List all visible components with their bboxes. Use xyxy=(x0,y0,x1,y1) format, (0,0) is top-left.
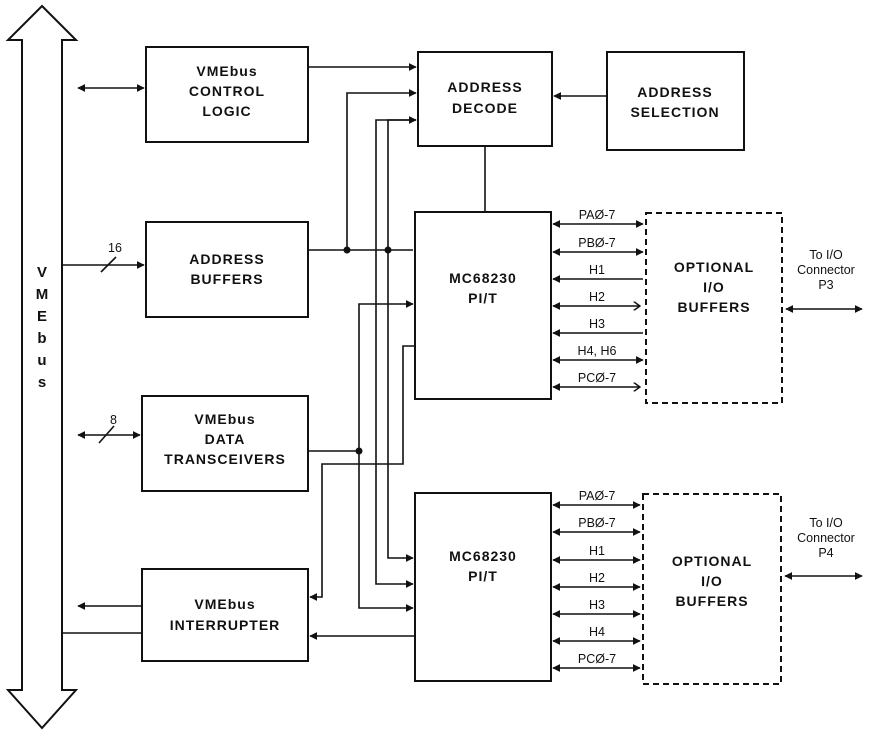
address-selection-block: ADDRESS SELECTION xyxy=(606,51,745,151)
svg-text:DECODE: DECODE xyxy=(452,100,518,116)
address-buffers-block: ADDRESS BUFFERS xyxy=(145,221,309,318)
svg-text:INTERRUPTER: INTERRUPTER xyxy=(170,617,281,633)
vmebus-label: V M E b u s xyxy=(36,264,49,391)
svg-text:To I/O: To I/O xyxy=(809,248,843,262)
svg-text:BUFFERS: BUFFERS xyxy=(190,271,263,287)
svg-text:ADDRESS: ADDRESS xyxy=(637,84,712,100)
top-signal-lines xyxy=(552,220,644,387)
signal-label: H4, H6 xyxy=(578,344,617,358)
connector-p3-label: To I/O Connector P3 xyxy=(797,248,855,292)
signal-label: PAØ-7 xyxy=(579,489,616,503)
svg-text:ADDRESS: ADDRESS xyxy=(447,79,522,95)
io-buffers-bottom-block: OPTIONAL I/O BUFFERS xyxy=(642,493,782,685)
bus-letter: u xyxy=(37,352,46,369)
svg-text:VMEbus: VMEbus xyxy=(194,596,255,612)
svg-text:LOGIC: LOGIC xyxy=(202,103,251,119)
signal-label: PCØ-7 xyxy=(578,371,616,385)
bus-letter: b xyxy=(37,330,46,347)
svg-text:OPTIONAL: OPTIONAL xyxy=(672,553,752,569)
pit-bottom-block: MC68230 PI/T xyxy=(414,492,552,682)
svg-text:BUFFERS: BUFFERS xyxy=(677,299,750,315)
io-buffers-top-block: OPTIONAL I/O BUFFERS xyxy=(645,212,783,404)
address-decode-block: ADDRESS DECODE xyxy=(417,51,553,147)
signal-label: PBØ-7 xyxy=(578,516,616,530)
bottom-signal-labels: PAØ-7 PBØ-7 H1 H2 H3 H4 PCØ-7 xyxy=(578,489,616,666)
bus-letter: V xyxy=(37,264,47,281)
svg-text:Connector: Connector xyxy=(797,531,855,545)
signal-label: PCØ-7 xyxy=(578,652,616,666)
bus-letter: E xyxy=(37,308,47,325)
control-logic-block: VMEbus CONTROL LOGIC xyxy=(145,46,309,143)
svg-text:PI/T: PI/T xyxy=(468,290,498,306)
signal-label: PBØ-7 xyxy=(578,236,616,250)
svg-text:BUFFERS: BUFFERS xyxy=(675,593,748,609)
svg-text:VMEbus: VMEbus xyxy=(194,411,255,427)
svg-text:CONTROL: CONTROL xyxy=(189,83,265,99)
bus-letter: s xyxy=(38,374,46,391)
svg-text:I/O: I/O xyxy=(703,279,725,295)
data-transceivers-block: VMEbus DATA TRANSCEIVERS xyxy=(141,395,309,492)
svg-text:To I/O: To I/O xyxy=(809,516,843,530)
svg-text:P4: P4 xyxy=(818,546,833,560)
svg-text:OPTIONAL: OPTIONAL xyxy=(674,259,754,275)
signal-label: H1 xyxy=(589,544,605,558)
address-width-label: 16 xyxy=(108,241,122,255)
bus-letter: M xyxy=(36,286,49,303)
bottom-signal-lines xyxy=(552,501,641,672)
svg-text:MC68230: MC68230 xyxy=(449,270,517,286)
svg-text:VMEbus: VMEbus xyxy=(196,63,257,79)
top-signal-labels: PAØ-7 PBØ-7 H1 H2 H3 H4, H6 PCØ-7 xyxy=(578,208,617,385)
svg-text:PI/T: PI/T xyxy=(468,568,498,584)
svg-text:ADDRESS: ADDRESS xyxy=(189,251,264,267)
svg-text:Connector: Connector xyxy=(797,263,855,277)
connector-p4-label: To I/O Connector P4 xyxy=(797,516,855,560)
signal-label: H3 xyxy=(589,598,605,612)
svg-text:SELECTION: SELECTION xyxy=(630,104,719,120)
signal-label: H4 xyxy=(589,625,605,639)
signal-label: H2 xyxy=(589,290,605,304)
vmebus-arrow xyxy=(5,4,79,730)
signal-label: H2 xyxy=(589,571,605,585)
data-width-label: 8 xyxy=(110,413,117,427)
svg-text:I/O: I/O xyxy=(701,573,723,589)
signal-label: PAØ-7 xyxy=(579,208,616,222)
svg-text:TRANSCEIVERS: TRANSCEIVERS xyxy=(164,451,286,467)
signal-label: H1 xyxy=(589,263,605,277)
pit-top-block: MC68230 PI/T xyxy=(414,211,552,400)
interrupter-block: VMEbus INTERRUPTER xyxy=(141,568,309,662)
svg-text:P3: P3 xyxy=(818,278,833,292)
signal-label: H3 xyxy=(589,317,605,331)
svg-text:DATA: DATA xyxy=(205,431,246,447)
svg-text:MC68230: MC68230 xyxy=(449,548,517,564)
